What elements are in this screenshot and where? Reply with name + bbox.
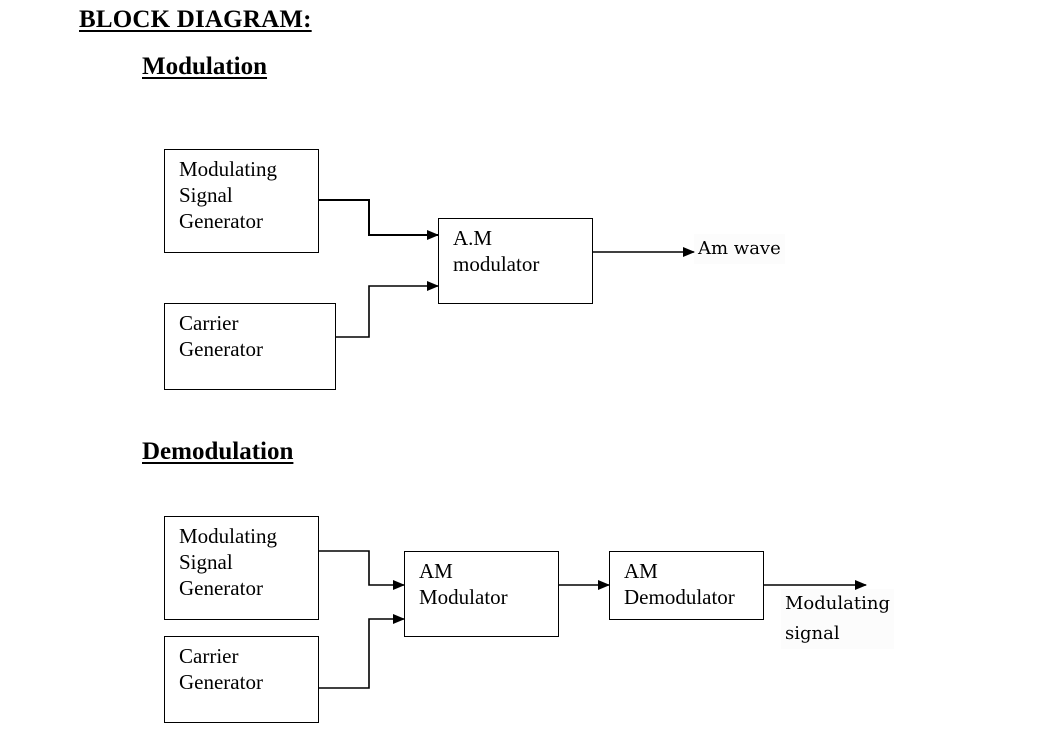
block-label: AM Demodulator: [624, 559, 735, 609]
block-label: Carrier Generator: [179, 311, 263, 361]
block-label: Carrier Generator: [179, 644, 263, 694]
mod-carrier-generator-block: Carrier Generator: [164, 303, 336, 390]
modulation-heading: Modulation: [142, 53, 268, 80]
block-label: AM Modulator: [419, 559, 508, 609]
block-label: Modulating Signal Generator: [179, 524, 277, 600]
demod-modulating-signal-generator-block: Modulating Signal Generator: [164, 516, 319, 620]
demod-signal-to-modulator-arrow: [319, 550, 405, 590]
demod-am-modulator-block: AM Modulator: [404, 551, 559, 637]
demod-carrier-to-modulator-arrow: [319, 614, 405, 689]
mod-carrier-to-modulator-arrow: [336, 281, 439, 338]
mod-modulating-signal-generator-block: Modulating Signal Generator: [164, 149, 319, 253]
mod-signal-to-modulator-arrow: [319, 199, 439, 240]
modulating-signal-output-label: Modulating signal: [781, 589, 894, 649]
block-label: Modulating Signal Generator: [179, 157, 277, 233]
block-label: A.M modulator: [453, 226, 540, 276]
demod-carrier-generator-block: Carrier Generator: [164, 636, 319, 723]
page-title: BLOCK DIAGRAM:: [79, 6, 312, 33]
demodulation-heading: Demodulation: [142, 438, 294, 465]
mod-am-modulator-block: A.M modulator: [438, 218, 593, 304]
am-wave-output-label: Am wave: [694, 234, 785, 264]
